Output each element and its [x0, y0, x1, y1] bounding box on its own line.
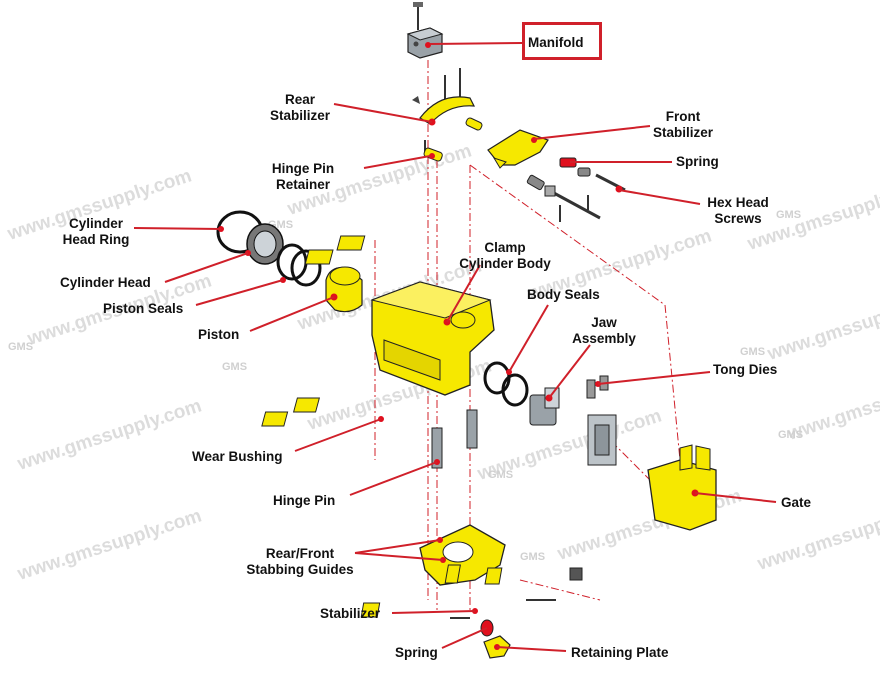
label-gate: Gate [781, 495, 812, 510]
leader-body-seals [508, 304, 549, 373]
label-rear-stabilizer: Rear Stabilizer [263, 92, 337, 124]
leader-front-stabilizer [533, 125, 651, 140]
label-line: Head Ring [62, 232, 130, 247]
leader-hinge-pin-retainer [363, 155, 431, 169]
label-line: Hex Head [707, 195, 769, 210]
hinge-pin-retainer-part [423, 140, 443, 162]
label-line: Jaw [591, 315, 617, 330]
label-line: Front [665, 109, 701, 124]
rear-stabilizer-part [412, 68, 483, 131]
leader-hinge-pin [349, 461, 438, 496]
leader-stabbing-guides-1 [354, 539, 441, 554]
label-piston: Piston [198, 327, 240, 342]
gms-logo-icon: GMS [520, 551, 545, 563]
leader-gate [694, 492, 777, 503]
label-line: Stabilizer [269, 108, 331, 123]
leader-tong-dies [597, 371, 711, 385]
leader-lines [133, 42, 777, 652]
leader-stabbing-guides-2 [354, 552, 444, 561]
gate-part [647, 444, 717, 531]
watermark-text: www.gmssupply.com [754, 495, 880, 575]
label-hinge-pin-retainer: Hinge Pin Retainer [265, 161, 341, 193]
leader-piston-seals [195, 279, 284, 306]
watermark-logos: GMS GMS GMS GMS GMS GMS GMS GMS [8, 209, 803, 563]
label-body-seals: Body Seals [527, 287, 600, 302]
clamp-cylinder-body-part [304, 235, 495, 396]
leader-hex-head-screws [618, 189, 701, 205]
piston-part [325, 266, 363, 313]
label-line: Hinge Pin [271, 161, 335, 176]
gms-logo-icon: GMS [222, 361, 247, 373]
label-clamp-cylinder-body: Clamp Cylinder Body [452, 240, 558, 272]
label-piston-seals: Piston Seals [103, 301, 184, 316]
watermark-text: www.gmssupply.com [14, 505, 204, 585]
cylinder-head-part [245, 223, 284, 265]
jaw-assembly-part [529, 387, 617, 466]
tong-dies-part [586, 375, 609, 399]
label-spring-top: Spring [676, 154, 719, 169]
label-manifold: Manifold [528, 35, 584, 50]
label-cylinder-head-ring: Cylinder Head Ring [56, 216, 136, 248]
label-stabilizer-bottom: Stabilizer [320, 606, 381, 621]
wear-bushing-part [261, 397, 384, 427]
gms-logo-icon: GMS [488, 469, 513, 481]
label-wear-bushing: Wear Bushing [192, 449, 283, 464]
label-line: Stabilizer [652, 125, 714, 140]
stabbing-guides-part [419, 524, 506, 586]
leader-retaining-plate [496, 646, 567, 652]
leader-spring-bottom [441, 627, 488, 649]
label-line: Rear [284, 92, 316, 107]
label-line: Cylinder Body [459, 256, 551, 271]
label-line: Retainer [275, 177, 331, 192]
label-spring-bottom: Spring [395, 645, 438, 660]
hex-head-screws-part [544, 173, 626, 222]
watermark-text: www.gmssupply.com [14, 395, 204, 475]
label-hex-head-screws: Hex Head Screws [700, 195, 776, 227]
leader-clamp-cylinder-body [446, 264, 481, 323]
label-front-stabilizer: Front Stabilizer [645, 109, 721, 141]
label-cylinder-head: Cylinder Head [60, 275, 151, 290]
label-line: Screws [714, 211, 762, 226]
manifold-part [406, 2, 444, 59]
leader-rear-stabilizer [333, 103, 433, 123]
label-line: Assembly [572, 331, 636, 346]
label-tong-dies: Tong Dies [713, 362, 778, 377]
leader-cylinder-head-ring [133, 227, 222, 230]
leader-stabilizer-bottom [391, 610, 476, 614]
gms-logo-icon: GMS [740, 346, 765, 358]
label-line: Stabbing Guides [246, 562, 354, 577]
label-line: Clamp [484, 240, 526, 255]
watermark-text: www.gmssupply.com [764, 285, 880, 365]
gms-logo-icon: GMS [8, 341, 33, 353]
label-line: Rear/Front [265, 546, 335, 561]
leader-jaw-assembly [548, 344, 591, 399]
stabilizer-bottom-part [360, 564, 583, 619]
label-retaining-plate: Retaining Plate [571, 645, 669, 660]
gms-logo-icon: GMS [776, 209, 801, 221]
label-stabbing-guides: Rear/Front Stabbing Guides [238, 546, 362, 578]
leader-cylinder-head [164, 252, 249, 283]
front-stabilizer-part [487, 129, 549, 169]
manifold-highlight-box [522, 22, 602, 60]
label-hinge-pin: Hinge Pin [273, 493, 336, 508]
label-line: Cylinder [68, 216, 123, 231]
leader-piston [249, 296, 335, 332]
gms-logo-icon: GMS [778, 429, 803, 441]
leader-manifold [429, 42, 523, 45]
label-jaw-assembly: Jaw Assembly [565, 315, 643, 347]
leader-wear-bushing [294, 418, 382, 452]
